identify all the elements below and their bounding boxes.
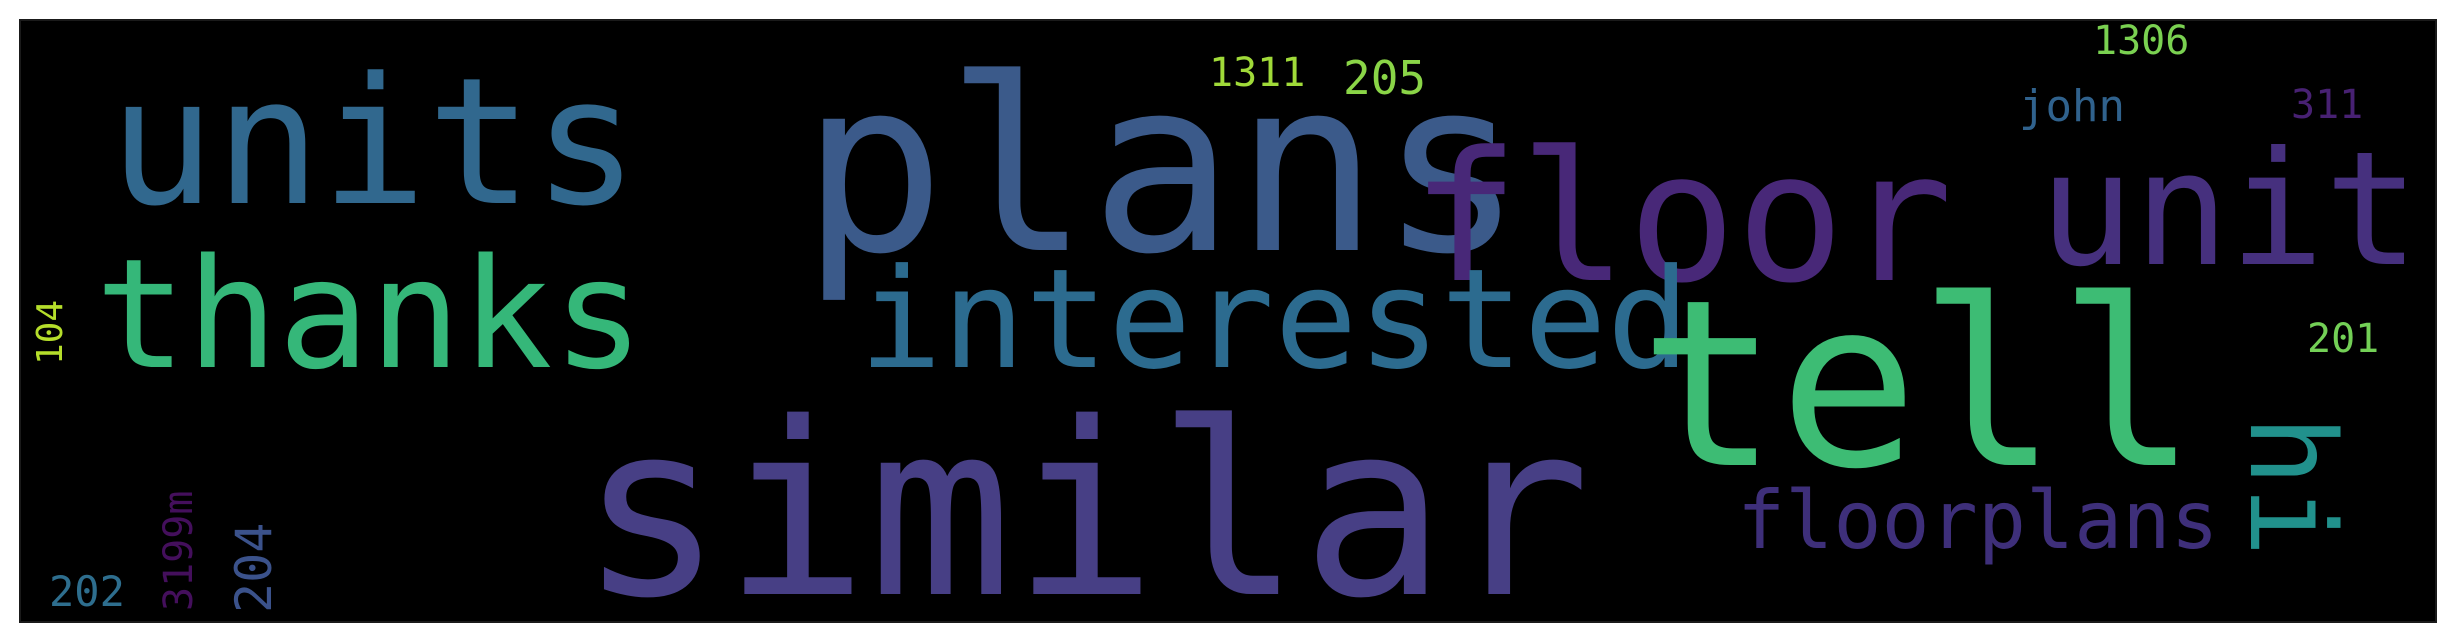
word-plans: plans [801,27,1524,307]
word-311: 311 [2291,82,2364,128]
word-tell: tell [1639,250,2198,520]
word-202: 202 [49,567,125,616]
word-floorplans: floorplans [1737,474,2219,567]
word-205: 205 [1343,51,1427,105]
word-3199m: 3199m [156,490,202,611]
word-floor: floor [1411,114,1953,323]
word-thanks: thanks [95,226,645,403]
word-unit: unit [2039,118,2420,302]
word-201: 201 [2307,316,2380,362]
word-john: john [2019,81,2125,132]
word-204: 204 [225,522,283,613]
word-units: units [109,40,639,245]
word-cloud: units plans floor unit thanks interested… [19,19,2437,623]
word-104: 104 [30,299,71,365]
word-interested: interested [859,239,1690,400]
word-1306: 1306 [2093,19,2190,64]
word-hi: hi [2223,415,2361,558]
word-similar: similar [579,371,1591,623]
word-1311: 1311 [1209,50,1306,96]
